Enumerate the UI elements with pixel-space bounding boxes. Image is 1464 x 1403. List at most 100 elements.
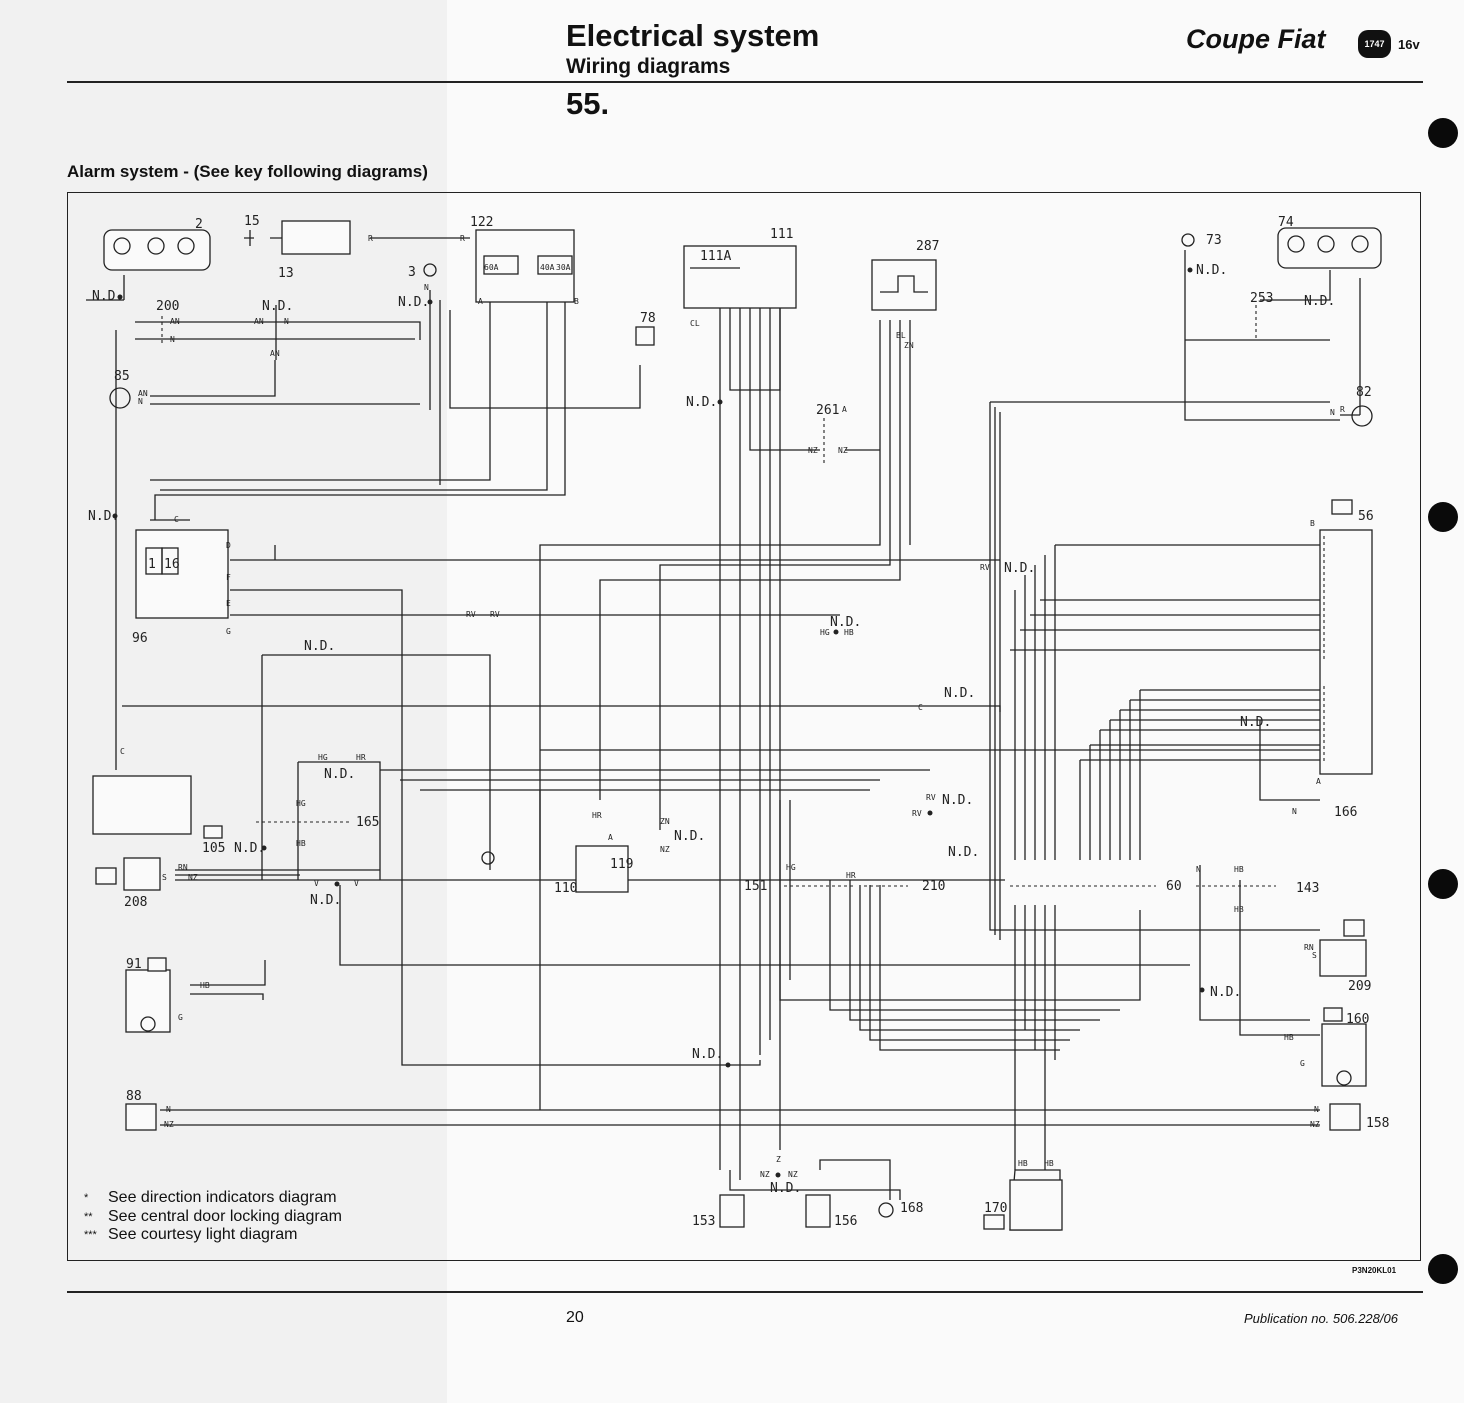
wire-code: RN xyxy=(1304,943,1314,952)
wire-code: N xyxy=(170,335,175,344)
wire-code: NZ xyxy=(808,446,818,455)
header-rule xyxy=(67,81,1423,83)
motor-icon xyxy=(1336,1070,1352,1086)
wire-code: RV xyxy=(466,610,476,619)
component-160-door-lock xyxy=(1321,1023,1367,1087)
wires xyxy=(86,237,1361,1231)
lamp-icon xyxy=(1351,235,1369,253)
wire-color-codes: R R AN AN AN N N N AN N HG HR HG HB HG H… xyxy=(120,234,1345,1179)
legend-note-item: ***See courtesy light diagram xyxy=(84,1226,342,1245)
diagram-code: P3N20KL01 xyxy=(1352,1266,1397,1275)
component-label: 111 xyxy=(770,227,793,242)
wire-code: G xyxy=(178,1013,183,1022)
legend-note-item: * See direction indicators diagram xyxy=(84,1189,342,1208)
junction-label: N.D. xyxy=(944,686,975,701)
wire-code: AN xyxy=(138,389,148,398)
component-label: 158 xyxy=(1366,1116,1389,1131)
ground-point-icon xyxy=(1181,233,1195,247)
wire-code: RN xyxy=(178,863,188,872)
junction-label: N.D. xyxy=(398,295,429,310)
fuse-60a-icon xyxy=(483,255,519,275)
legend-note-text: See direction indicators diagram xyxy=(108,1189,337,1206)
wire-code: HG xyxy=(296,799,306,808)
component-label: 88 xyxy=(126,1089,142,1104)
component-label: 287 xyxy=(916,239,939,254)
junction-label: N.D. xyxy=(262,299,293,314)
wire-code: HG xyxy=(820,628,830,637)
wire-code: HR xyxy=(356,753,366,762)
connector-letter: D xyxy=(226,541,231,550)
component-105-siren xyxy=(92,775,192,835)
binder-hole-icon xyxy=(1428,502,1458,532)
component-label: 170 xyxy=(984,1201,1007,1216)
component-287-module xyxy=(871,259,937,311)
component-label: 209 xyxy=(1348,979,1371,994)
wire-code: HG xyxy=(318,753,328,762)
fuse-ratings: 60A 40A 30A xyxy=(484,263,571,272)
legend-note-mark: ** xyxy=(84,1210,93,1223)
wire-code: RV xyxy=(980,563,990,572)
component-label: 16 xyxy=(164,557,180,572)
junction-label: N.D. xyxy=(1240,715,1271,730)
component-label: 253 xyxy=(1250,291,1273,306)
component-119-switch xyxy=(575,845,629,893)
lamp-icon xyxy=(147,237,165,255)
wire-code: N xyxy=(1314,1105,1319,1114)
connector-letter: B xyxy=(574,297,579,306)
wire-code: NZ xyxy=(788,1170,798,1179)
connector-letter: A xyxy=(608,833,613,842)
component-labels: 2 15 13 122 3 111 111A 287 73 74 200 253… xyxy=(114,214,1389,1229)
footer-rule xyxy=(67,1291,1423,1293)
wire-code: HB xyxy=(1234,905,1244,914)
component-209-symbol xyxy=(1343,919,1365,937)
wire-code: N xyxy=(138,397,143,406)
lamp-icon xyxy=(177,237,195,255)
wire-code: HG xyxy=(786,863,796,872)
legend-note-text: See central door locking diagram xyxy=(108,1207,342,1225)
junction-label: N.D. xyxy=(1196,263,1227,278)
wire-code: NZ xyxy=(164,1120,174,1129)
section-number: 55. xyxy=(566,86,610,121)
junction-label: N.D. xyxy=(1304,294,1335,309)
junction-label: N.D. xyxy=(692,1047,723,1062)
pulse-icon xyxy=(880,275,928,293)
component-label: 153 xyxy=(692,1214,715,1229)
component-91-symbol xyxy=(147,957,167,972)
component-208-symbol xyxy=(95,867,117,885)
binder-hole-icon xyxy=(1428,118,1458,148)
component-208-sensor xyxy=(123,857,161,891)
wire-code: N xyxy=(284,317,289,326)
component-2-lamp-cluster xyxy=(103,229,211,271)
junction-label: N.D. xyxy=(770,1181,801,1196)
junction-label: N.D. xyxy=(1210,985,1241,1000)
wire-code: C xyxy=(120,747,125,756)
component-label: 82 xyxy=(1356,385,1372,400)
legend-note-mark: *** xyxy=(84,1229,97,1241)
component-88-switch xyxy=(125,1103,157,1131)
component-boxes xyxy=(92,220,1382,1231)
component-symbols xyxy=(109,230,1373,1218)
wire-code: AN xyxy=(254,317,264,326)
battery-terminal-icon xyxy=(244,230,282,246)
component-91-door-lock xyxy=(125,969,171,1033)
wire-code: NZ xyxy=(760,1170,770,1179)
ground-point-icon xyxy=(423,263,437,277)
wire-code: R xyxy=(460,234,465,243)
component-label: 166 xyxy=(1334,805,1357,820)
component-label: 15 xyxy=(244,214,260,229)
component-label: 261 xyxy=(816,403,839,418)
component-56-symbol xyxy=(1331,499,1353,515)
wire-code: N xyxy=(424,283,429,292)
wire-code: AN xyxy=(270,349,280,358)
component-13-battery xyxy=(281,220,351,255)
wire-code: BL xyxy=(896,331,906,340)
component-label: 143 xyxy=(1296,881,1319,896)
horn-85-icon xyxy=(109,387,131,409)
component-label: 74 xyxy=(1278,215,1294,230)
fuse-rating: 30A xyxy=(556,263,571,272)
wire-code: R xyxy=(368,234,373,243)
component-label: 111A xyxy=(700,249,731,264)
legend-note-mark: * xyxy=(84,1192,89,1204)
binder-hole-icon xyxy=(1428,1254,1458,1284)
junction-label: N.D. xyxy=(304,639,335,654)
